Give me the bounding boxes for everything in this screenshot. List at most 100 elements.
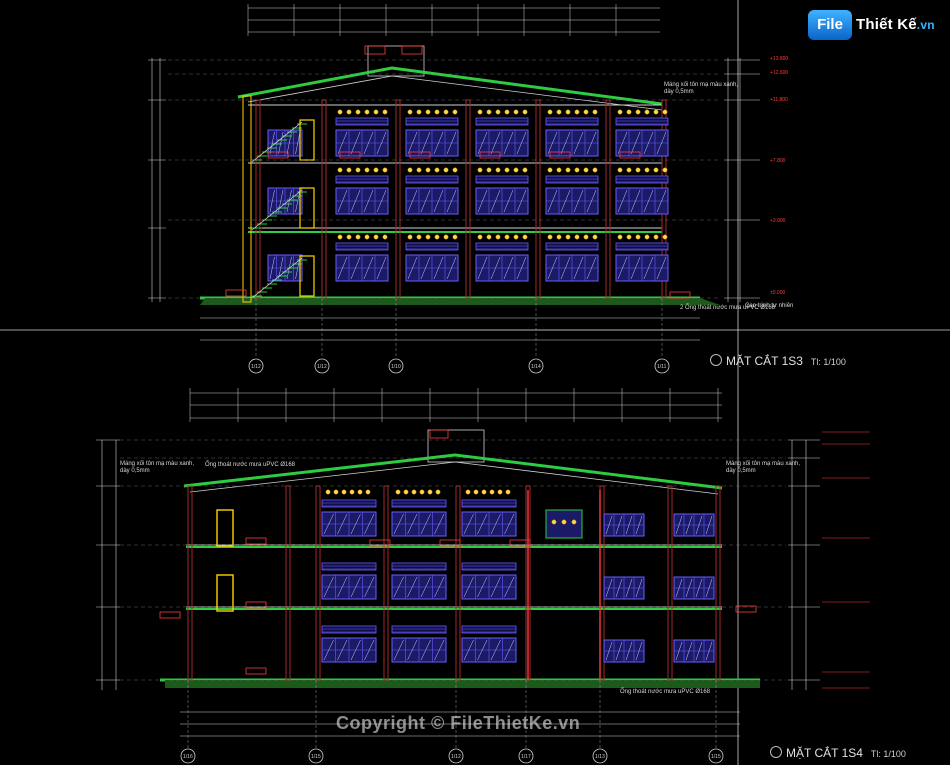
ceiling-light xyxy=(571,519,577,525)
ceiling-light xyxy=(337,109,343,115)
window-glass-hatch xyxy=(586,189,597,213)
level-tag xyxy=(159,611,181,619)
ceiling-light xyxy=(434,167,440,173)
ceiling-light xyxy=(513,167,519,173)
window-glass-hatch xyxy=(446,189,457,213)
window-glass-hatch xyxy=(605,578,613,598)
window-glass-hatch xyxy=(407,189,418,213)
ceiling-light xyxy=(556,234,562,240)
ceiling-light xyxy=(644,109,650,115)
axis-bubble-label: 1/12 xyxy=(251,364,261,370)
roof-tag xyxy=(429,429,449,439)
ground-fill xyxy=(200,298,720,305)
column xyxy=(255,99,261,299)
ceiling-light xyxy=(337,167,343,173)
axis-bubble xyxy=(654,358,670,374)
axis-bubble xyxy=(448,748,464,764)
ceiling-light xyxy=(635,167,641,173)
window-glass-hatch xyxy=(420,189,431,213)
ceiling-light xyxy=(522,109,528,115)
ceiling-light xyxy=(407,167,413,173)
ceiling-light xyxy=(495,167,501,173)
ceiling-light xyxy=(662,234,668,240)
column xyxy=(667,485,673,681)
ceiling-light xyxy=(373,234,379,240)
ceiling-light xyxy=(547,167,553,173)
ceiling-light xyxy=(346,234,352,240)
ceiling-light xyxy=(504,234,510,240)
ceiling-light xyxy=(416,109,422,115)
louver-panel xyxy=(405,242,459,251)
window-glass-hatch xyxy=(323,639,334,661)
ceiling-light xyxy=(644,167,650,173)
window-glass-hatch xyxy=(477,189,488,213)
roof-under-line xyxy=(189,461,719,495)
window-glass-hatch xyxy=(516,131,527,155)
ceiling-light xyxy=(481,489,487,495)
ceiling-light xyxy=(425,234,431,240)
window-glass-hatch xyxy=(477,131,488,155)
window-glass-hatch xyxy=(295,189,301,213)
window-glass-hatch xyxy=(615,641,623,661)
axis-bubble-label: 1/14 xyxy=(531,364,541,370)
stair-wall xyxy=(242,95,252,303)
louver-panel xyxy=(405,117,459,126)
ceiling-light xyxy=(513,109,519,115)
roof-note-2: dày 0,5mm xyxy=(664,89,694,95)
window-glass-hatch xyxy=(337,576,348,598)
ceiling-light xyxy=(504,109,510,115)
window-glass-hatch xyxy=(337,189,348,213)
window-glass-hatch xyxy=(547,256,558,280)
window-glass-hatch xyxy=(420,639,431,661)
window-glass-hatch xyxy=(490,256,501,280)
logo-mark: File xyxy=(808,10,852,40)
axis-bubble xyxy=(388,358,404,374)
column xyxy=(321,99,327,299)
stair-landing xyxy=(299,119,315,161)
window-glass-hatch xyxy=(656,256,667,280)
level-label: +11.800 xyxy=(770,97,788,103)
louver-panel xyxy=(335,242,389,251)
window-glass-hatch xyxy=(433,189,444,213)
ceiling-light xyxy=(504,167,510,173)
axis-bubble-label: 1/17 xyxy=(521,754,531,760)
ceiling-light xyxy=(346,109,352,115)
ceiling-light xyxy=(434,234,440,240)
window-glass-hatch xyxy=(504,576,515,598)
window-glass-hatch xyxy=(350,256,361,280)
door xyxy=(216,574,234,612)
axis-bubble-label: 1/15 xyxy=(311,754,321,760)
window-glass-hatch xyxy=(635,515,643,535)
window-glass-hatch xyxy=(490,513,501,535)
ceiling-light xyxy=(382,167,388,173)
window-glass-hatch xyxy=(350,576,361,598)
axis-bubble xyxy=(592,748,608,764)
window-glass-hatch xyxy=(323,576,334,598)
window-glass-hatch xyxy=(685,641,693,661)
window-glass-hatch xyxy=(656,131,667,155)
window-glass-hatch xyxy=(625,578,633,598)
window-glass-hatch xyxy=(433,256,444,280)
louver-panel xyxy=(321,499,377,508)
ceiling-light xyxy=(592,109,598,115)
window-glass-hatch xyxy=(269,189,275,213)
ceiling-light xyxy=(452,109,458,115)
ceiling-light xyxy=(434,109,440,115)
level-tag xyxy=(439,539,461,547)
stair-rail xyxy=(251,189,303,231)
right-note-2: dày 0,5mm xyxy=(726,468,756,474)
louver-panel xyxy=(615,117,669,126)
level-tag xyxy=(479,151,501,159)
column xyxy=(715,485,721,681)
window-glass-hatch xyxy=(630,189,641,213)
ceiling-light xyxy=(653,234,659,240)
ceiling-light xyxy=(435,489,441,495)
level-tag xyxy=(339,151,361,159)
ceiling-light xyxy=(364,234,370,240)
ceiling-light xyxy=(346,167,352,173)
ceiling-light xyxy=(592,234,598,240)
section-symbol-icon xyxy=(710,354,722,366)
ceiling-light xyxy=(443,167,449,173)
drain-pipe-note: Ống thoát nước mưa uPVC Ø168 xyxy=(205,462,296,468)
